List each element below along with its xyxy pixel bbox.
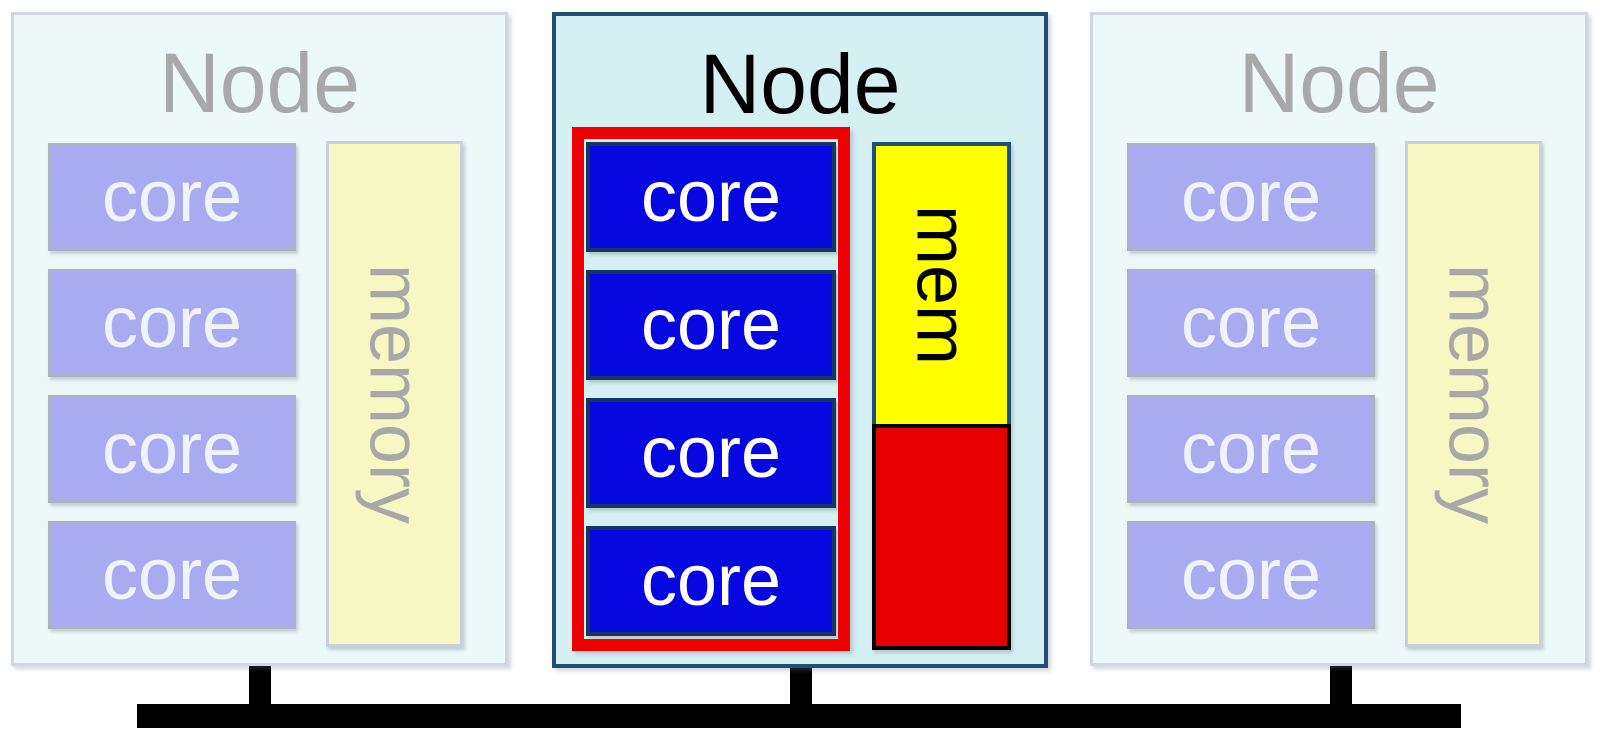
core-box: core [586,398,836,508]
memory-box: memory [1405,141,1542,647]
core-box: core [1127,521,1375,629]
core-box: core [48,143,296,251]
core-box: core [1127,143,1375,251]
core-box: core [586,526,836,636]
interconnect-bus [137,704,1461,728]
core-box: core [48,521,296,629]
core-box: core [586,142,836,252]
memory-label: memory [354,263,435,524]
memory-label: mem [901,204,982,365]
node-right: Node core core core core memory [1090,12,1588,666]
core-group-highlight-outline: core core core core [572,127,850,651]
node-title: Node [1238,36,1440,130]
memory-used-segment: mem [872,142,1011,424]
memory-box: mem [872,142,1011,650]
node-connector-right [1330,656,1352,706]
node-left: Node core core core core memory [11,12,508,666]
node-title: Node [699,37,901,131]
memory-box: memory [326,141,463,647]
core-box: core [48,395,296,503]
memory-label: memory [1433,263,1514,524]
node-connector-center [790,656,812,706]
core-box: core [1127,269,1375,377]
core-box: core [1127,395,1375,503]
core-stack: core core core core [1127,143,1375,629]
core-box: core [48,269,296,377]
core-stack: core core core core [48,143,296,629]
node-connector-left [249,656,271,706]
node-title: Node [159,36,360,130]
memory-free-segment [872,423,1011,650]
core-box: core [586,270,836,380]
node-center: Node core core core core mem [552,12,1048,668]
